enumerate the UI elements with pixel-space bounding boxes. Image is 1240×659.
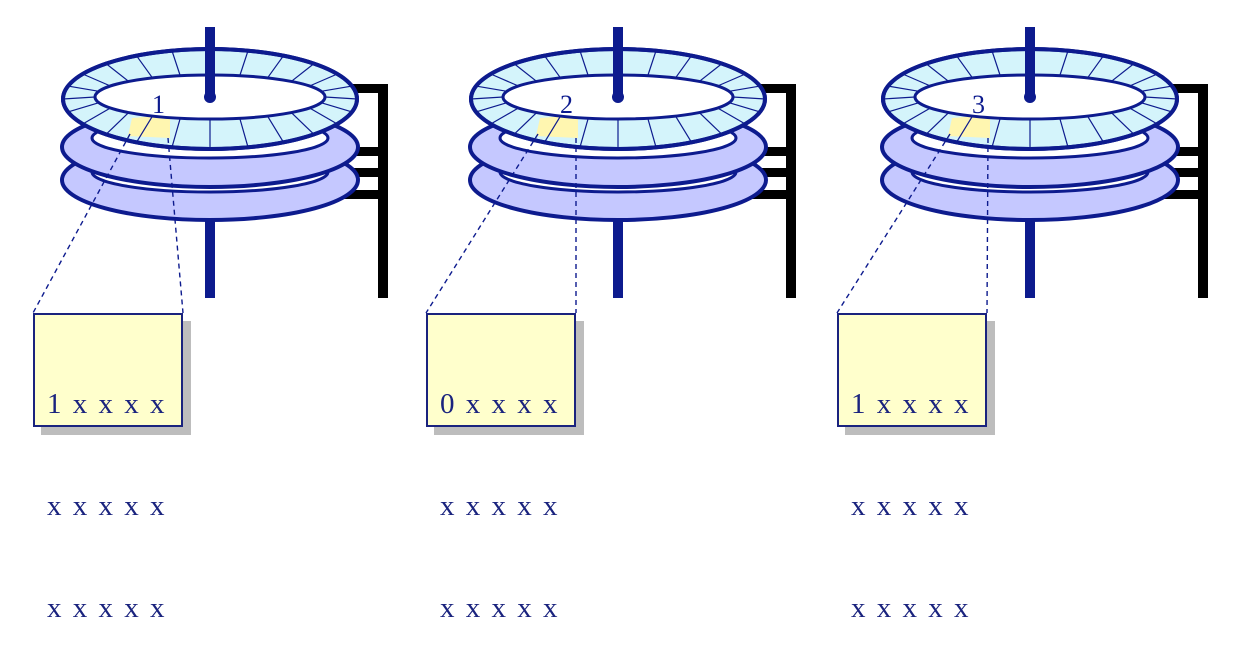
disk-label: 2 <box>560 90 573 119</box>
leader-line-left <box>425 133 539 314</box>
bit-row: 1 x x x x <box>47 388 167 420</box>
disk-drive-3: 3 <box>836 27 1208 314</box>
bit-row: x x x x x <box>851 490 971 522</box>
highlighted-sector <box>536 115 578 138</box>
disk-label: 1 <box>152 90 165 119</box>
spindle-hub <box>1024 91 1036 103</box>
raid-disks-diagram: 1 2 3 <box>32 27 1208 314</box>
leader-line-left <box>32 133 131 314</box>
bit-row: x x x x x <box>47 490 167 522</box>
spindle-upper <box>1025 27 1035 97</box>
bit-row: x x x x x <box>851 592 971 624</box>
bit-row: x x x x x <box>440 490 560 522</box>
spindle-hub <box>204 91 216 103</box>
disk-drive-2: 2 <box>425 27 796 314</box>
spindle-upper <box>205 27 215 97</box>
bit-block-3: 1 x x x x x x x x x x x x x x <box>837 313 987 624</box>
leader-line-right <box>986 137 989 314</box>
highlighted-sector <box>128 115 170 138</box>
spindle-hub <box>612 91 624 103</box>
bit-row: 1 x x x x <box>851 388 971 420</box>
bit-block-2: 0 x x x x x x x x x x x x x x <box>426 313 576 624</box>
disk-label: 3 <box>972 90 985 119</box>
highlighted-sector <box>948 115 990 138</box>
bit-row: x x x x x <box>440 592 560 624</box>
bit-row: x x x x x <box>47 592 167 624</box>
bit-row: 0 x x x x <box>440 388 560 420</box>
disk-drive-1: 1 <box>32 27 388 314</box>
leader-line-right <box>167 137 184 314</box>
bit-block-1: 1 x x x x x x x x x x x x x x <box>33 313 183 624</box>
spindle-upper <box>613 27 623 97</box>
spindle-lower <box>205 200 215 298</box>
spindle-lower <box>613 200 623 298</box>
spindle-lower <box>1025 200 1035 298</box>
